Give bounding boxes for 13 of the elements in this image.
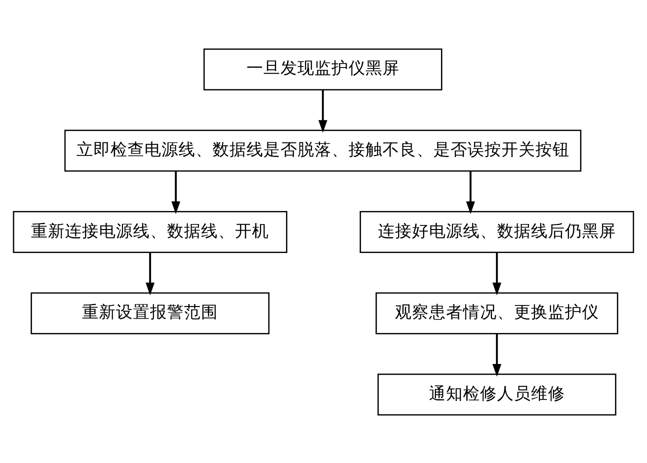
node-box: 观察患者情况、更换监护仪 <box>376 292 618 334</box>
arrow <box>492 252 502 295</box>
arrow <box>492 333 502 376</box>
node-box: 立即检查电源线、数据线是否脱落、接触不良、是否误按开关按钮 <box>64 129 582 172</box>
node-box: 重新连接电源线、数据线、开机 <box>12 210 288 252</box>
arrow <box>318 89 328 132</box>
arrow <box>171 170 180 214</box>
node-box: 重新设置报警范围 <box>30 292 270 334</box>
arrow <box>466 170 475 214</box>
node-box: 一旦发现监护仪黑屏 <box>203 48 442 90</box>
node-box: 连接好电源线、数据线后仍黑屏 <box>360 210 634 252</box>
arrow <box>146 252 155 295</box>
node-box: 通知检修人员维修 <box>377 373 616 416</box>
